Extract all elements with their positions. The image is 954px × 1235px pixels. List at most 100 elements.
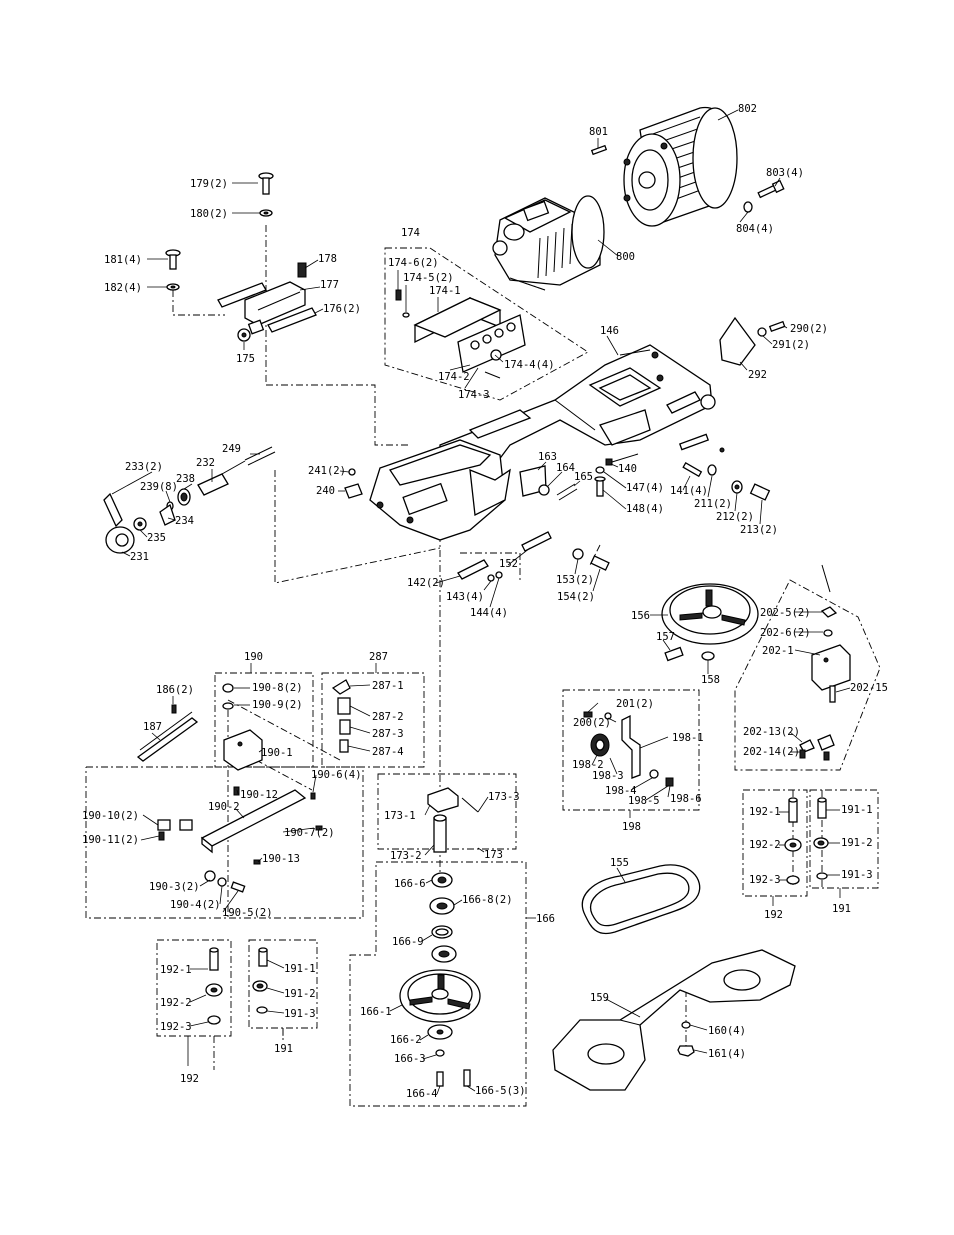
centerline-249 bbox=[274, 470, 441, 584]
label-182: 182(4) bbox=[104, 282, 142, 294]
label-191-left: 191 bbox=[274, 1043, 293, 1055]
assembly-198 bbox=[583, 711, 674, 787]
part-labels: 802 801 803(4) 804(4) 800 179(2) 180(2) … bbox=[82, 103, 888, 1100]
label-144: 144(4) bbox=[470, 607, 508, 619]
knob-164 bbox=[538, 484, 550, 496]
label-186: 186(2) bbox=[156, 684, 194, 696]
label-200: 200(2) bbox=[573, 717, 611, 729]
washer-158 bbox=[701, 651, 715, 661]
label-191-1-left: 191-1 bbox=[284, 963, 316, 975]
label-292: 292 bbox=[748, 369, 767, 381]
label-192-3-right: 192-3 bbox=[749, 874, 781, 886]
label-190-9: 190-9(2) bbox=[252, 699, 303, 711]
label-241: 241(2) bbox=[308, 465, 346, 477]
label-181: 181(4) bbox=[104, 254, 142, 266]
label-803: 803(4) bbox=[766, 167, 804, 179]
label-234: 234 bbox=[175, 515, 194, 527]
label-287-4: 287-4 bbox=[372, 746, 404, 758]
screw-290 bbox=[768, 320, 786, 333]
label-192-1-right: 192-1 bbox=[749, 806, 781, 818]
label-190-5: 190-5(2) bbox=[222, 907, 273, 919]
pins-141 bbox=[682, 462, 703, 478]
label-191-3-left: 191-3 bbox=[284, 1008, 316, 1020]
label-166-5: 166-5(3) bbox=[475, 1085, 526, 1097]
parts-287 bbox=[331, 679, 351, 753]
bolt-803 bbox=[757, 179, 785, 199]
label-192-right: 192 bbox=[764, 909, 783, 921]
label-155: 155 bbox=[610, 857, 629, 869]
label-173-2: 173-2 bbox=[390, 850, 422, 862]
label-240: 240 bbox=[316, 485, 335, 497]
label-174-5: 174-5(2) bbox=[403, 272, 454, 284]
label-140: 140 bbox=[618, 463, 637, 475]
part-241 bbox=[348, 468, 356, 476]
label-192-2-left: 192-2 bbox=[160, 997, 192, 1009]
label-174-3: 174-3 bbox=[458, 389, 490, 401]
assembly-202 bbox=[799, 564, 851, 761]
label-198: 198 bbox=[622, 821, 641, 833]
label-287: 287 bbox=[369, 651, 388, 663]
label-187: 187 bbox=[143, 721, 162, 733]
label-192-1-left: 192-1 bbox=[160, 964, 192, 976]
label-801: 801 bbox=[589, 126, 608, 138]
label-174-2: 174-2 bbox=[438, 371, 470, 383]
label-166-1: 166-1 bbox=[360, 1006, 392, 1018]
label-174: 174 bbox=[401, 227, 420, 239]
label-231: 231 bbox=[130, 551, 149, 563]
handle-233 bbox=[103, 492, 123, 528]
label-174-1: 174-1 bbox=[429, 285, 461, 297]
bracket-177 bbox=[244, 281, 306, 326]
washer-291 bbox=[757, 327, 767, 337]
label-800: 800 bbox=[616, 251, 635, 263]
label-198-5: 198-5 bbox=[628, 795, 660, 807]
label-166-9: 166-9 bbox=[392, 936, 424, 948]
label-198-4: 198-4 bbox=[605, 785, 637, 797]
label-804: 804(4) bbox=[736, 223, 774, 235]
box-192-left bbox=[156, 939, 232, 1037]
label-163: 163 bbox=[538, 451, 557, 463]
label-190-1: 190-1 bbox=[261, 747, 293, 759]
label-233: 233(2) bbox=[125, 461, 163, 473]
washer-153 bbox=[572, 548, 584, 560]
label-190-3: 190-3(2) bbox=[149, 881, 200, 893]
box-166 bbox=[349, 861, 527, 1107]
label-154: 154(2) bbox=[557, 591, 595, 603]
label-177: 177 bbox=[320, 279, 339, 291]
label-173: 173 bbox=[484, 849, 503, 861]
label-190-13: 190-13 bbox=[262, 853, 300, 865]
bolt-148 bbox=[594, 476, 606, 497]
plate-152 bbox=[521, 531, 552, 552]
centerline-190-to-287 bbox=[227, 699, 341, 761]
label-142: 142(2) bbox=[407, 577, 445, 589]
box-173 bbox=[377, 773, 517, 850]
label-158: 158 bbox=[701, 674, 720, 686]
screw-178 bbox=[297, 262, 307, 278]
label-166-4: 166-4 bbox=[406, 1088, 438, 1100]
leader-lines bbox=[111, 109, 851, 1095]
label-166-6: 166-6 bbox=[394, 878, 426, 890]
label-161: 161(4) bbox=[708, 1048, 746, 1060]
label-238: 238 bbox=[176, 473, 195, 485]
box-198 bbox=[562, 689, 700, 811]
centerline-181 bbox=[172, 290, 225, 316]
label-191-2-left: 191-2 bbox=[284, 988, 316, 1000]
label-212: 212(2) bbox=[716, 511, 754, 523]
label-192-2-right: 192-2 bbox=[749, 839, 781, 851]
box-174-parts bbox=[395, 289, 526, 379]
washer-190-9 bbox=[222, 702, 234, 710]
label-166-3: 166-3 bbox=[394, 1053, 426, 1065]
box-191-right bbox=[809, 789, 879, 889]
label-239: 239(8) bbox=[140, 481, 178, 493]
centerline-142 bbox=[460, 552, 521, 580]
label-190-11: 190-11(2) bbox=[82, 834, 139, 846]
sleeve-232 bbox=[197, 473, 229, 496]
label-174-4: 174-4(4) bbox=[504, 359, 555, 371]
screw-140 bbox=[605, 453, 639, 466]
angle-187 bbox=[136, 711, 199, 762]
label-202-1: 202-1 bbox=[762, 645, 794, 657]
box-192-right bbox=[742, 789, 808, 897]
label-166-8: 166-8(2) bbox=[462, 894, 513, 906]
label-202-13: 202-13(2) bbox=[743, 726, 800, 738]
gearbox-800 bbox=[492, 195, 605, 291]
